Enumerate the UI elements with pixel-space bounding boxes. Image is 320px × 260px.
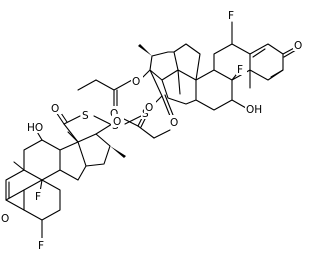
atom-ketone-bottom: O [1,213,9,225]
top-ring-d-link [161,69,197,105]
top-ring-d2 [173,43,201,81]
top-c13-methyl [177,69,181,95]
atom-s1: S [142,108,149,120]
atom-ester-o-bottom: O [113,116,121,128]
top-steroid-unit [77,21,297,117]
atom-oh-top: OH [246,104,262,116]
top-ester-o-c [113,79,133,91]
top-ring-b [213,43,251,81]
bottom-ester-ethyl-2 [153,129,171,139]
top-c17-carbonyl-bond [149,69,163,97]
top-ring-a [249,43,284,81]
atom-ester-carbonyl-bottom: O [145,102,153,114]
bottom-ring-d [77,133,111,167]
s-s-bond-2 [93,115,111,125]
top-thioester-co-2 [164,94,174,116]
atom-thioester-o-top: O [170,117,178,129]
bottom-c10-methyl [13,161,25,171]
bottom-c16-methyl-wedge [110,146,126,158]
top-thioester-co [161,95,171,117]
top-ring-a-double-bond-2 [252,48,266,58]
molecule-drawing: F F OH O O O O S S S O O O HO F O [0,8,305,252]
top-ester-ethyl-1 [95,79,115,91]
bottom-ring-a-link [5,189,25,201]
bottom-c17-ester-o [95,123,113,135]
top-ring-e [149,51,175,81]
top-ring-a-double-bond [270,69,284,78]
top-c11-hydroxy-bond [231,99,247,109]
bottom-c13-methyl [67,131,79,143]
atom-f-junction-bottom: F [35,191,41,203]
atom-s3: S [82,110,89,122]
top-ring-c [195,69,233,111]
bottom-ester-ethyl-1 [137,125,155,139]
top-c16-methyl-wedge [138,44,152,56]
s-c-bond-bottom [63,115,81,125]
atom-ester-o-top: O [132,76,140,88]
structure-diagram: F F OH O O O O S S S O O O HO F O [0,8,305,252]
atom-ho-bottom: HO [27,122,43,134]
top-ester-ethyl-2 [77,79,97,91]
bottom-ring-c [59,141,87,181]
atom-f-bottom: F [38,240,44,252]
top-ketone-bond-2 [283,49,297,58]
bottom-ring-a [5,169,25,211]
s-s-bond-1 [124,115,142,125]
bottom-ring-c2 [23,139,61,181]
atom-f-junction-top: F [237,64,243,76]
trisulfide-bridge [63,115,142,125]
bottom-ester-o-c [121,117,139,127]
atom-labels: F F OH O O O O S S S O O O HO F O [0,8,305,252]
atom-f-top: F [228,10,234,22]
atom-thioester-o-bottom: O [51,103,59,115]
atom-ketone-top: O [294,40,302,52]
